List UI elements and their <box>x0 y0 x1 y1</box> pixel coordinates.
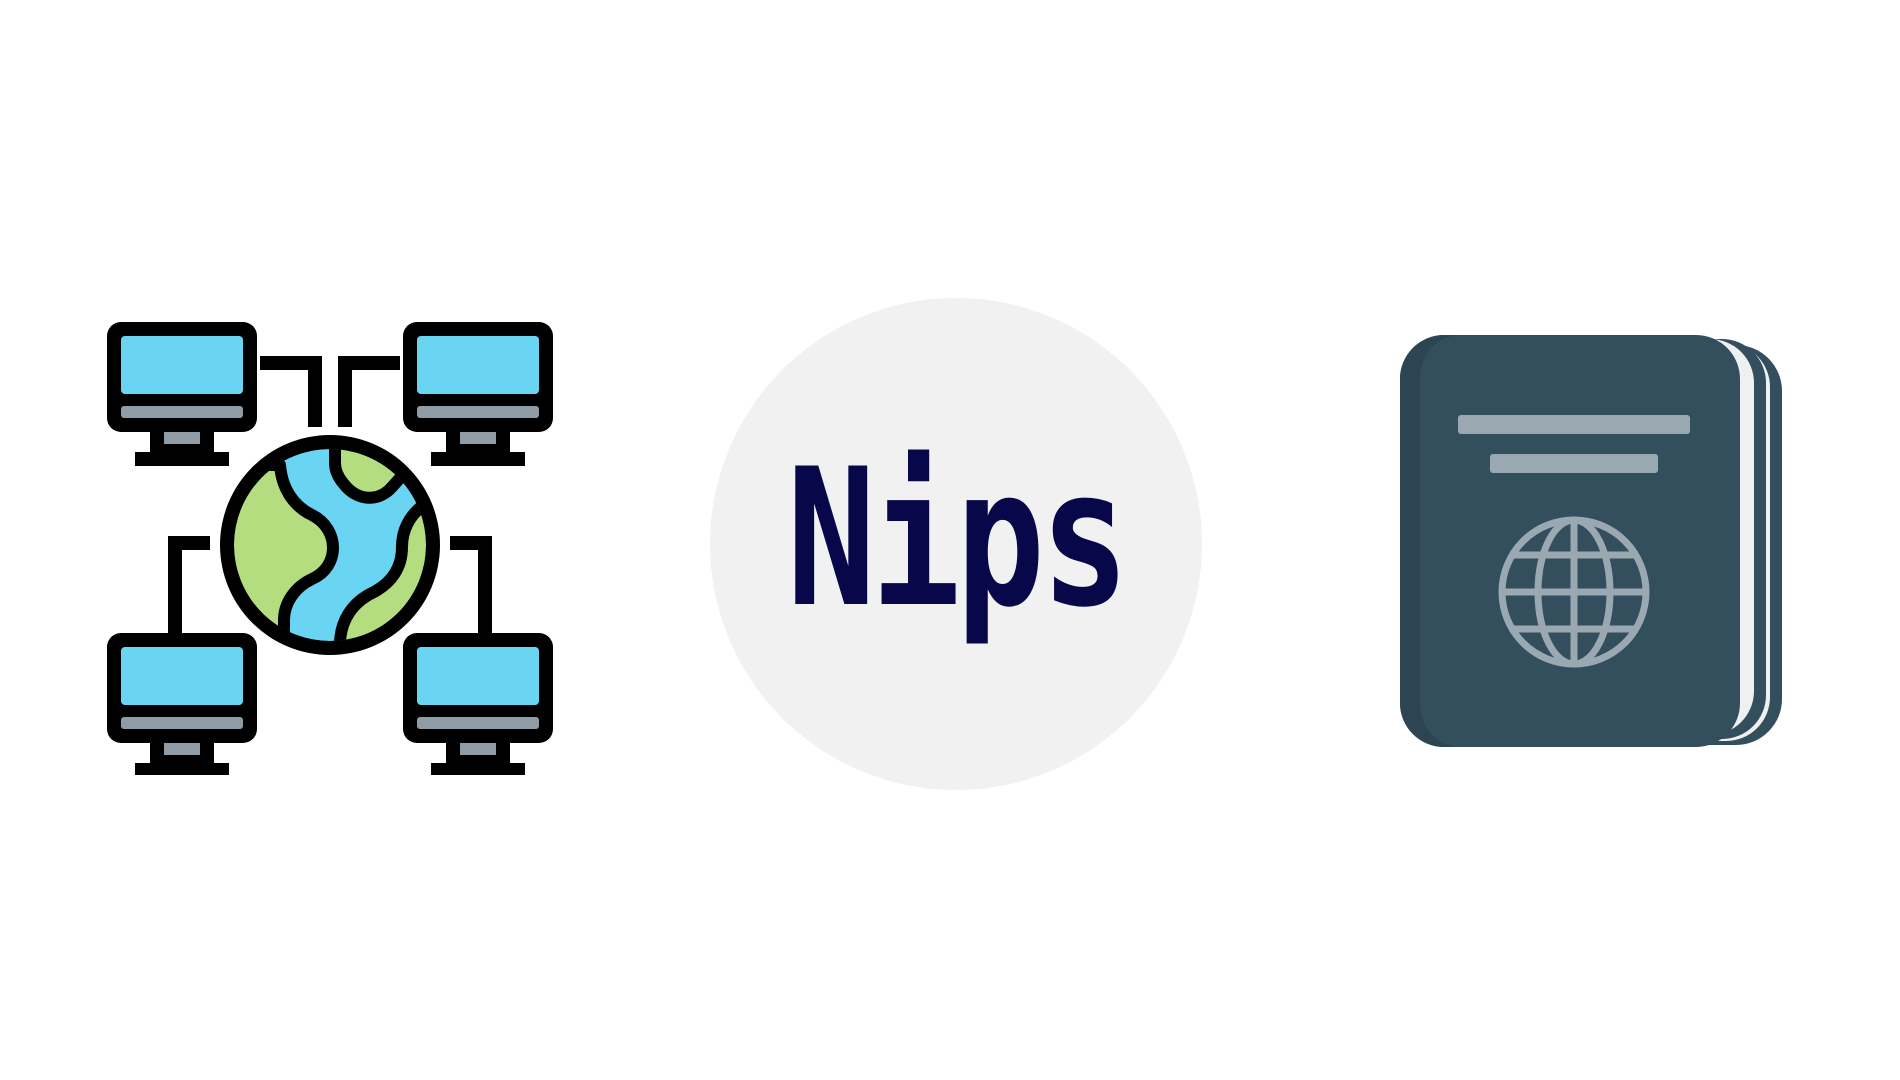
globe <box>220 435 440 655</box>
monitor-top-right <box>403 322 553 466</box>
logo-text: Nips <box>786 428 1130 649</box>
passport-subtitle-line <box>1490 454 1658 473</box>
global-network-icon <box>107 322 553 775</box>
logo-badge: Nips <box>710 298 1202 790</box>
monitor-top-left <box>107 322 257 466</box>
monitor-bottom-right <box>403 633 553 775</box>
globe-emblem <box>1498 516 1650 668</box>
passport-icon <box>1400 335 1782 747</box>
monitor-bottom-left <box>107 633 257 775</box>
passport-title-line <box>1458 415 1690 434</box>
